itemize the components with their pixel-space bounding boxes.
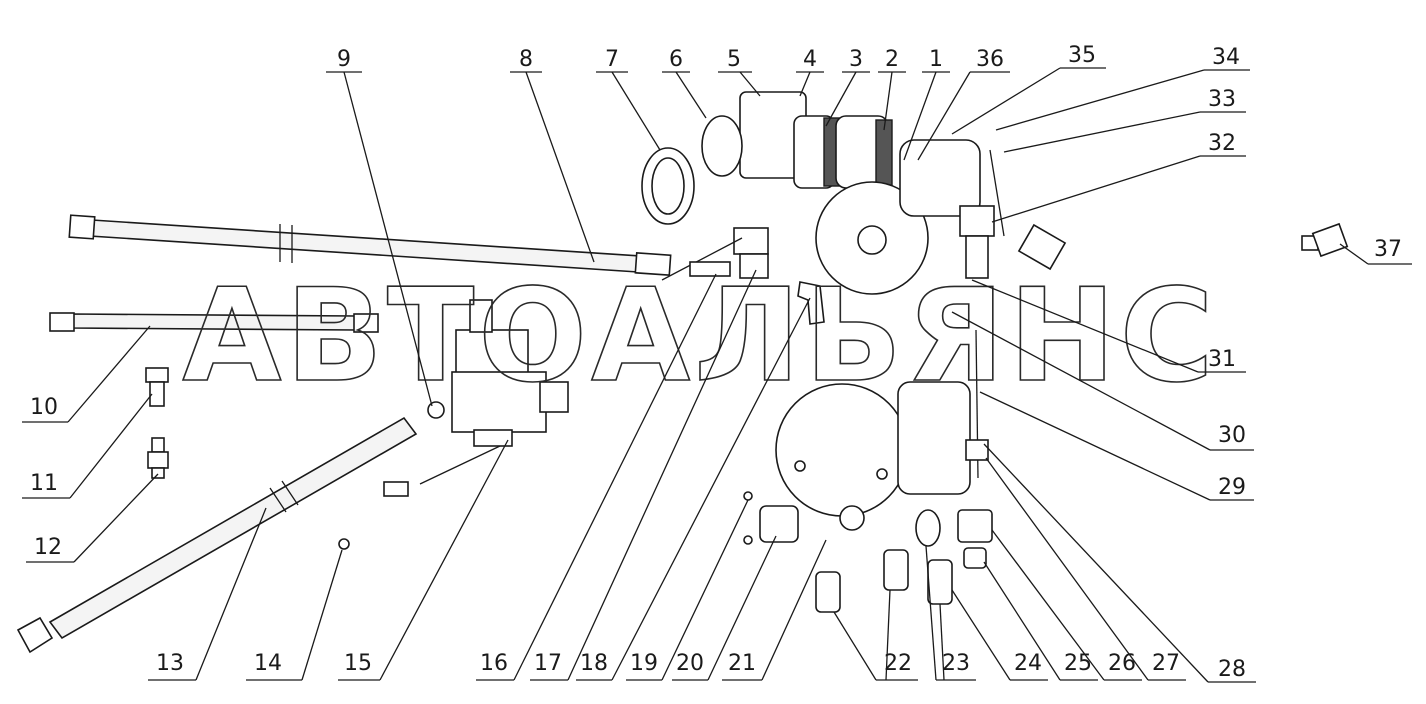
callout-20: 20 [672,535,777,681]
callout-label: 23 [942,651,970,676]
callout-label: 34 [1212,45,1240,70]
elbow-18-drawing [797,281,825,325]
clip-14-drawing [338,538,350,550]
callout-34: 34 [995,45,1250,131]
callout-13: 13 [148,507,267,681]
callout-label: 18 [580,651,608,676]
pipe-13-drawing [16,416,418,654]
callout-29: 29 [979,391,1254,501]
callout-33: 33 [1003,87,1246,153]
callout-6: 6 [662,47,707,119]
callout-label: 28 [1218,657,1246,682]
callout-label: 5 [727,47,741,72]
callout-label: 29 [1218,475,1246,500]
callout-22: 22 [833,589,918,681]
callout-28: 28 [983,443,1256,683]
callout-9: 9 [326,47,433,407]
callout-5: 5 [718,47,761,97]
callout-label: 36 [976,47,1004,72]
callout-2: 2 [878,47,906,131]
callout-label: 24 [1014,651,1042,676]
callout-3: 3 [825,47,870,127]
callout-label: 6 [669,47,683,72]
callout-8: 8 [510,47,595,263]
callout-15: 15 [338,439,509,681]
callout-label: 15 [344,651,372,676]
callout-label: 16 [480,651,508,676]
callout-36: 36 [917,47,1010,161]
callout-37: 37 [1339,237,1412,265]
regulator-15-drawing [383,299,569,497]
callout-label: 8 [519,47,533,72]
callout-label: 30 [1218,423,1246,448]
callout-19: 19 [626,499,749,681]
callout-label: 3 [849,47,863,72]
callout-27: 27 [985,457,1186,681]
callout-26: 26 [991,529,1142,681]
callout-label: 2 [885,47,899,72]
callout-4: 4 [796,47,824,97]
callout-label: 9 [337,47,351,72]
callout-30: 30 [951,311,1254,451]
callout-label: 1 [929,47,943,72]
callout-18: 18 [576,297,811,681]
callout-label: 27 [1152,651,1180,676]
callout-label: 4 [803,47,817,72]
callout-16: 16 [476,273,717,681]
callout-12: 12 [26,473,159,563]
callout-label: 31 [1208,347,1236,372]
fitting-12-drawing [147,437,169,479]
callout-24: 24 [951,589,1048,681]
callout-label: 20 [676,651,704,676]
callout-14: 14 [246,549,343,681]
watermark-text: АВТОАЛЬЯНС [182,262,1217,411]
callout-label: 11 [30,471,58,496]
callout-label: 12 [34,535,62,560]
callout-label: 22 [884,651,912,676]
callout-21: 21 [722,539,827,681]
callout-17: 17 [530,269,757,681]
callout-31: 31 [971,279,1246,373]
callout-35: 35 [951,43,1106,135]
solenoid-16-17-drawing [661,227,769,281]
callout-label: 17 [534,651,562,676]
callout-label: 32 [1208,131,1236,156]
fitting-11-drawing [145,367,169,407]
callout-25: 25 [983,561,1098,681]
callout-label: 25 [1064,651,1092,676]
hose-10-drawing [49,312,379,333]
vaporizer-upper-drawing [815,139,1005,295]
hose-8-drawing [68,214,672,277]
callout-label: 21 [728,651,756,676]
callout-label: 33 [1208,87,1236,112]
callout-label: 14 [254,651,282,676]
callout-7: 7 [596,47,661,151]
callout-10: 10 [22,325,151,423]
callout-1: 1 [903,47,950,161]
callout-label: 35 [1068,43,1096,68]
callout-23: 23 [925,545,976,681]
callout-11: 11 [22,393,153,499]
fitting-37-drawing [1301,222,1349,258]
callout-label: 13 [156,651,184,676]
callout-label: 19 [630,651,658,676]
callout-label: 7 [605,47,619,72]
callout-label: 26 [1108,651,1136,676]
callout-32: 32 [991,131,1246,223]
callout-label: 37 [1374,237,1402,262]
callout-label: 10 [30,395,58,420]
vaporizer-lower-drawing [775,329,989,531]
